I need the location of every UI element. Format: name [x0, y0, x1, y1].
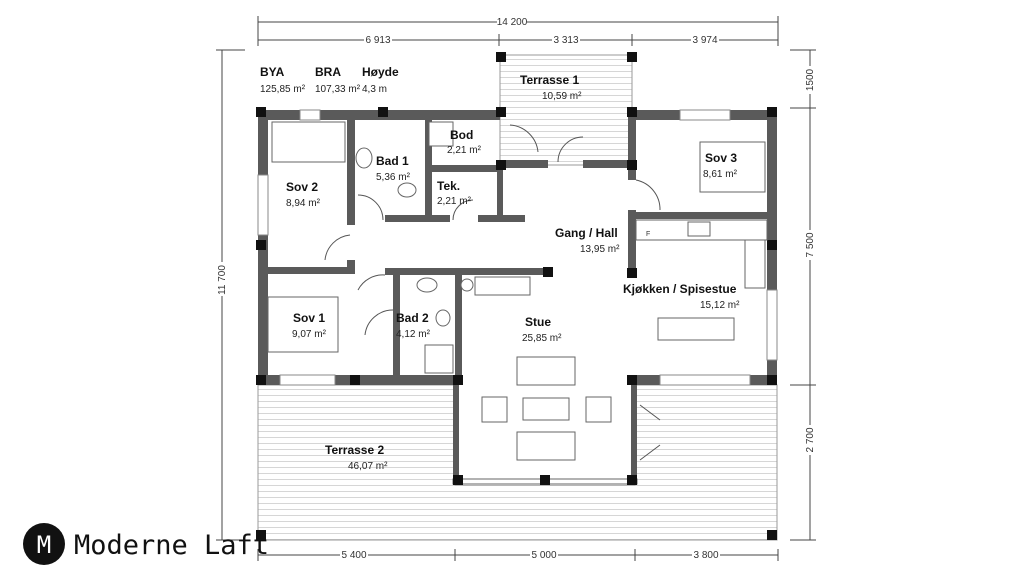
room-terrasse-1-area: 10,59 m²: [542, 91, 582, 102]
room-sov-1: Sov 1: [293, 311, 325, 325]
room-bad-1: Bad 1: [376, 154, 409, 168]
room-bad-2: Bad 2: [396, 311, 429, 325]
area-summary: BYA 125,85 m² BRA 107,33 m² Høyde 4,3 m: [260, 65, 399, 95]
summary-bra-label: BRA: [315, 65, 341, 79]
room-terrasse-2: Terrasse 2: [325, 443, 384, 457]
dim-bottom-2: 5 000: [531, 550, 556, 561]
room-bad-1-area: 5,36 m²: [376, 172, 411, 183]
room-terrasse-2-area: 46,07 m²: [348, 461, 388, 472]
room-tek: Tek.: [437, 179, 460, 193]
dim-right-2: 7 500: [805, 232, 816, 257]
room-bod-area: 2,21 m²: [447, 145, 482, 156]
room-gang-hall-area: 13,95 m²: [580, 244, 620, 255]
room-terrasse-1: Terrasse 1: [520, 73, 579, 87]
room-bod: Bod: [450, 128, 473, 142]
room-gang-hall: Gang / Hall: [555, 226, 618, 240]
dimension-lines: 14 200 6 913 3 313 3 974 5 400 5 000 3 8…: [216, 16, 816, 561]
room-sov-2: Sov 2: [286, 180, 318, 194]
room-tek-area: 2,21 m²: [437, 196, 472, 207]
dim-right-1: 1500: [805, 68, 816, 91]
dim-top-3: 3 974: [692, 35, 717, 46]
brand-logo: M Moderne Laft: [23, 523, 269, 565]
dim-right-3: 2 700: [805, 427, 816, 452]
dim-top-1: 6 913: [365, 35, 390, 46]
furniture: F: [267, 121, 768, 461]
logo-circle-icon: [23, 523, 65, 565]
room-kjokken-spisestue: Kjøkken / Spisestue: [623, 282, 737, 296]
dim-bottom-3: 3 800: [693, 550, 718, 561]
dim-left-total: 11 700: [217, 265, 228, 295]
columns: [256, 52, 777, 540]
summary-height-label: Høyde: [362, 65, 399, 79]
room-sov-3-area: 8,61 m²: [703, 169, 738, 180]
dim-total-width: 14 200: [497, 17, 528, 28]
room-bad-2-area: 4,12 m²: [396, 329, 431, 340]
room-labels: Terrasse 1 10,59 m² Bod 2,21 m² Bad 1 5,…: [286, 73, 740, 472]
room-stue-area: 25,85 m²: [522, 333, 562, 344]
summary-bya-label: BYA: [260, 65, 285, 79]
room-sov-2-area: 8,94 m²: [286, 198, 321, 209]
summary-height-value: 4,3 m: [362, 84, 387, 95]
terrace-1-deck: [499, 54, 633, 166]
summary-bya-value: 125,85 m²: [260, 84, 306, 95]
room-sov-3: Sov 3: [705, 151, 737, 165]
room-sov-1-area: 9,07 m²: [292, 329, 327, 340]
dim-top-2: 3 313: [553, 35, 578, 46]
doors: [324, 124, 661, 461]
room-stue: Stue: [525, 315, 551, 329]
fridge-label: F: [646, 231, 650, 238]
brand-name: Moderne Laft: [74, 530, 269, 561]
logo-letter: M: [37, 531, 51, 559]
room-kjokken-spisestue-area: 15,12 m²: [700, 300, 740, 311]
dim-bottom-1: 5 400: [341, 550, 366, 561]
summary-bra-value: 107,33 m²: [315, 84, 361, 95]
